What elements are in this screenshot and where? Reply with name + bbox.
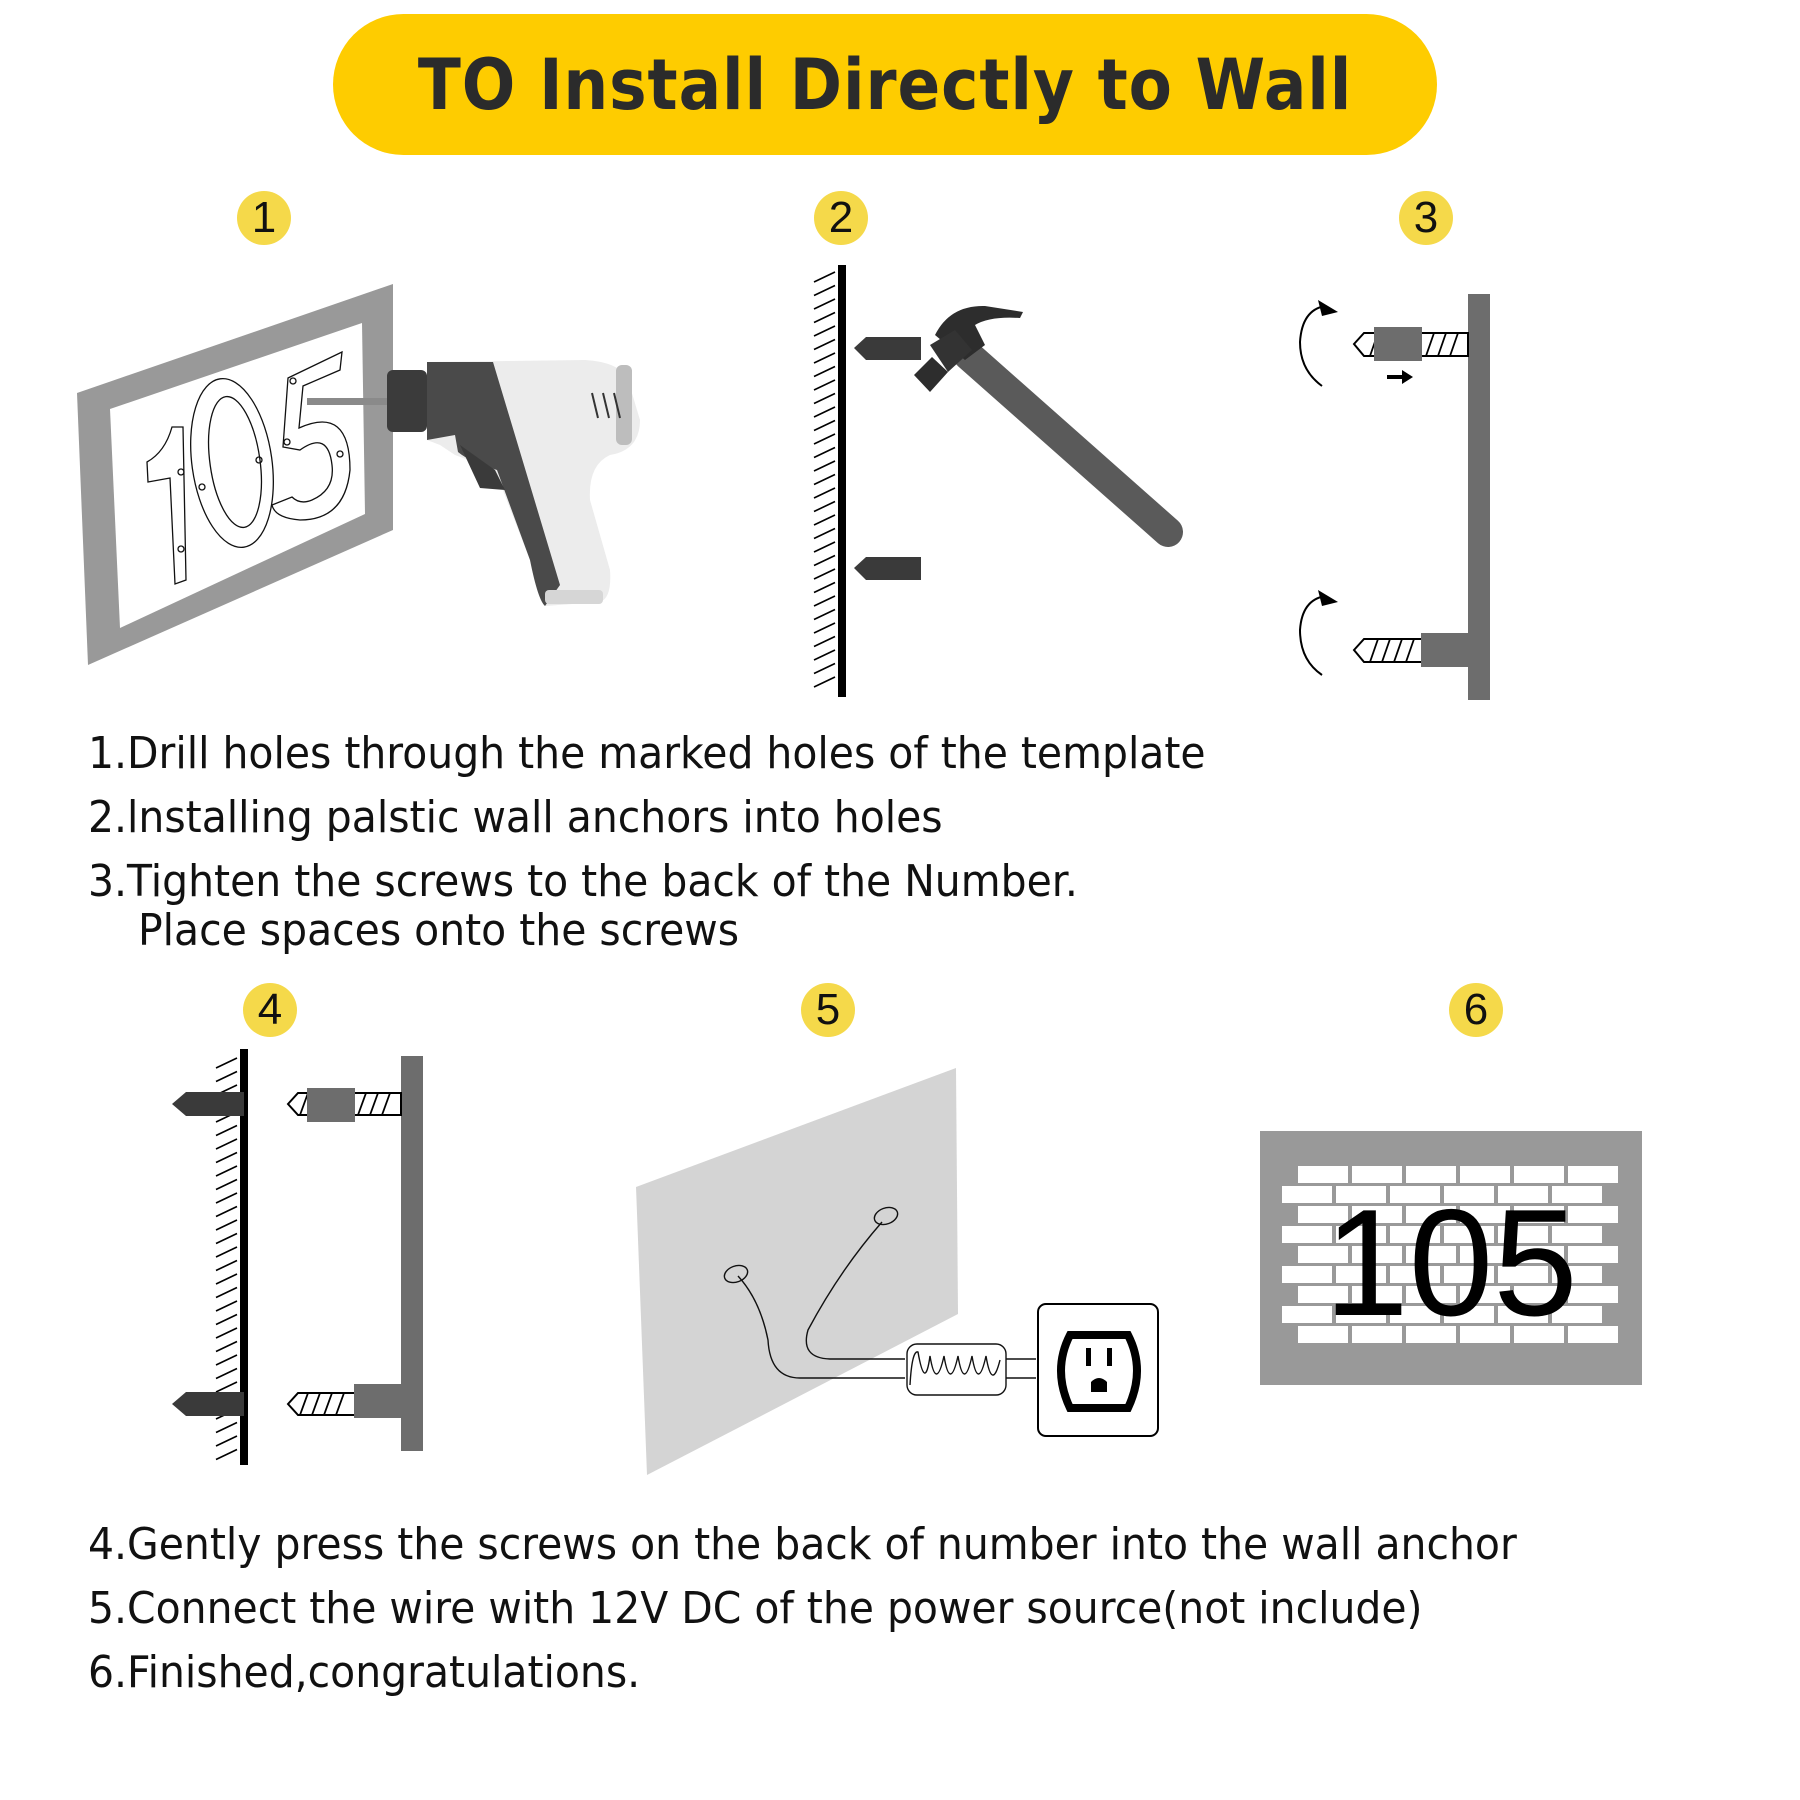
step-badge-1: 1 — [237, 191, 291, 245]
step-badge-6: 6 — [1449, 983, 1503, 1037]
instruction-step-2: 2.lnstalling palstic wall anchors into h… — [88, 792, 943, 843]
step-badge-4: 4 — [243, 983, 297, 1037]
instruction-step-4: 4.Gently press the screws on the back of… — [88, 1519, 1517, 1570]
step-badge-3: 3 — [1399, 191, 1453, 245]
step-badge-2: 2 — [814, 191, 868, 245]
page-title: TO Install Directly to Wall — [417, 43, 1353, 126]
instruction-step-5: 5.Connect the wire with 12V DC of the po… — [88, 1583, 1423, 1634]
title-banner: TO Install Directly to Wall — [333, 14, 1437, 155]
instruction-step-1: 1.Drill holes through the marked holes o… — [88, 728, 1206, 779]
instruction-step-3-continued: Place spaces onto the screws — [138, 905, 740, 956]
step-badge-5: 5 — [801, 983, 855, 1037]
instruction-step-3: 3.Tighten the screws to the back of the … — [88, 856, 1078, 907]
svg-text:105: 105 — [1324, 1178, 1578, 1348]
instruction-step-6: 6.Finished,congratulations. — [88, 1647, 641, 1698]
